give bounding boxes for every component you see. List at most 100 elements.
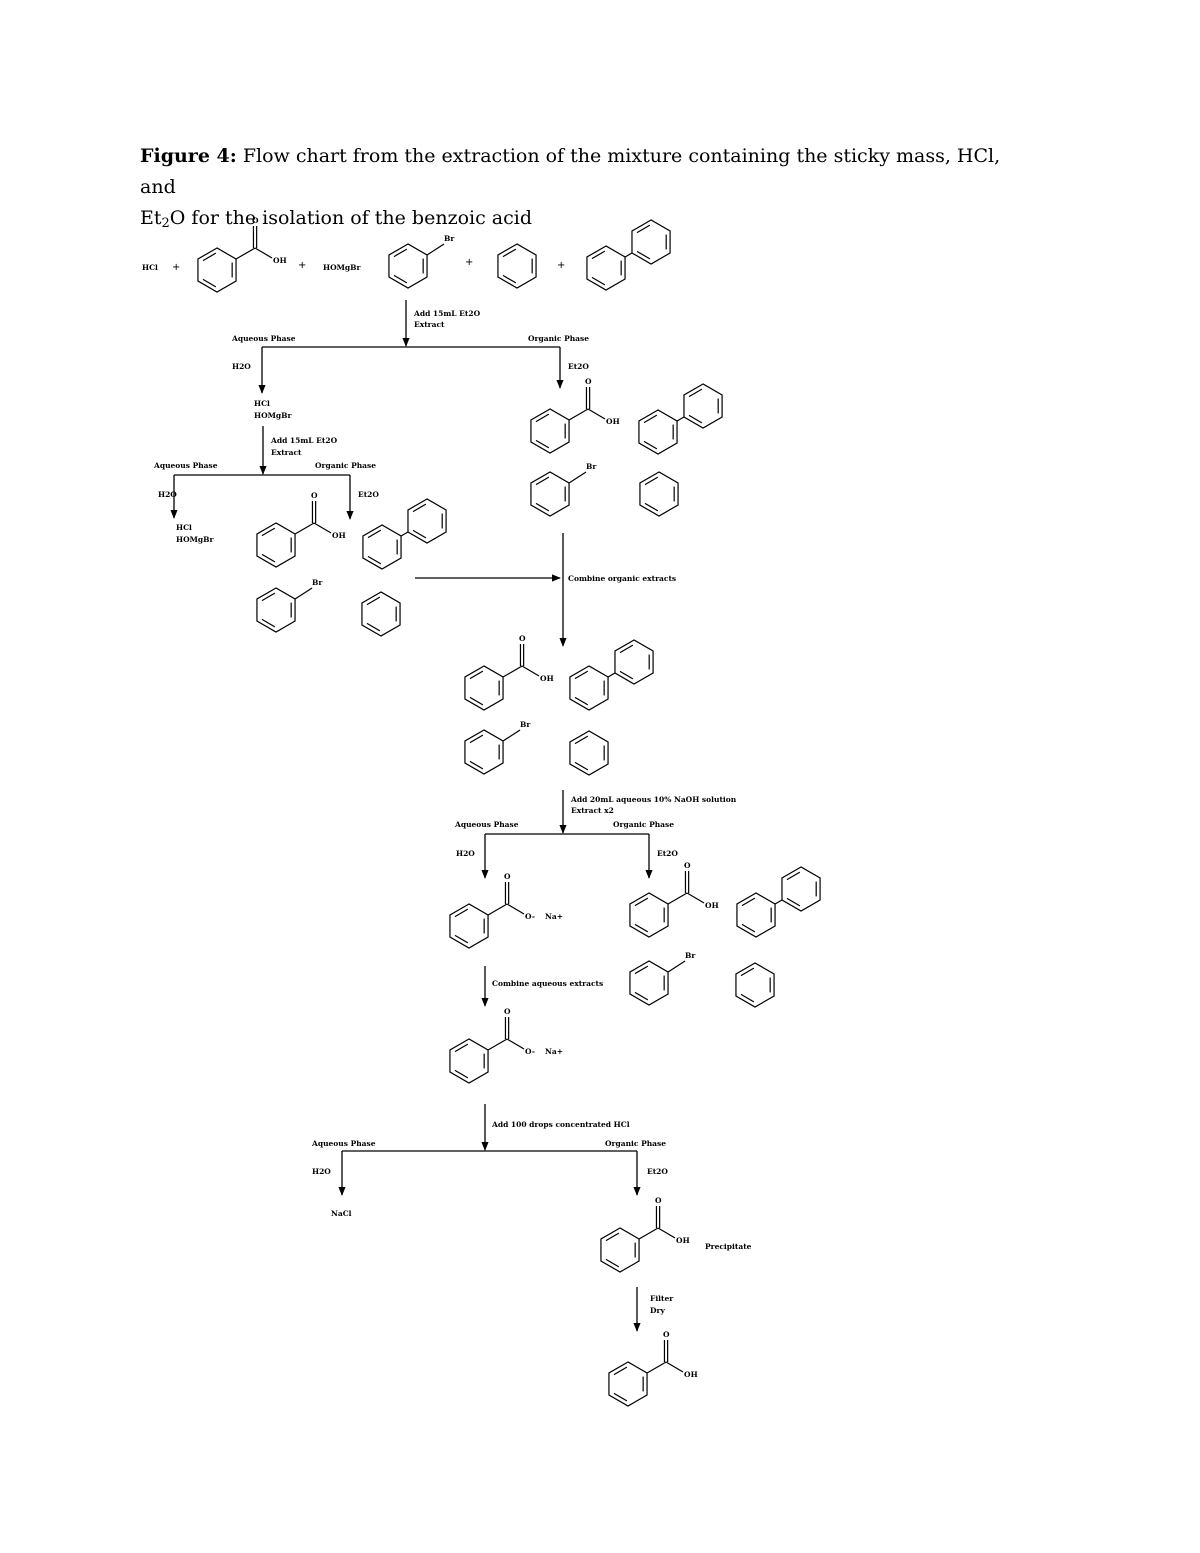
step2-line1: Add 15mL Et2O — [270, 436, 338, 445]
benzoic-acid-final-carbonyl-o: O — [663, 1330, 670, 1339]
biphenyl-org2-ring2 — [407, 498, 447, 544]
benzoic-acid-top: O OH — [197, 216, 287, 293]
aqueous-label-4: Aqueous Phase — [311, 1139, 376, 1148]
aq2-hombr: HOMgBr — [176, 535, 215, 544]
aqueous-label-3: Aqueous Phase — [454, 820, 519, 829]
benzoic-acid-top-oh: OH — [273, 256, 287, 265]
step7-line1: Filter — [650, 1294, 674, 1303]
benzoic-acid-final-oh: OH — [684, 1370, 698, 1379]
caption-text-2: O for the isolation of the benzoic acid — [169, 207, 532, 229]
caption-et: Et — [140, 207, 162, 229]
biphenyl-org1-ring2 — [683, 383, 723, 429]
biphenyl-combined — [569, 665, 616, 711]
bromobenzene-org3: Br — [629, 951, 696, 1006]
biphenyl-org3 — [736, 892, 783, 938]
precipitate-label: Precipitate — [705, 1242, 752, 1251]
benzene-org2 — [361, 591, 401, 637]
bromobenzene-org3-br: Br — [685, 951, 696, 960]
biphenyl-top — [586, 245, 633, 291]
step2-line2: Extract — [271, 448, 302, 457]
et2o-label-3: Et2O — [657, 849, 678, 858]
benzoic-acid-org1-carbonyl-o: O — [585, 377, 592, 386]
aqueous-label-2: Aqueous Phase — [153, 461, 218, 470]
step5-label: Combine aqueous extracts — [492, 979, 603, 988]
sodium-benzoate-aq: O O- Na+ — [449, 872, 563, 949]
benzoic-acid-combined-oh: OH — [540, 674, 554, 683]
sodium-benzoate-aq-o-minus: O- — [525, 912, 535, 921]
benzoic-acid-top-carbonyl-o: O — [252, 216, 259, 225]
benzoic-acid-org2-carbonyl-o: O — [311, 491, 318, 500]
benzoic-acid-org3-oh: OH — [705, 901, 719, 910]
step6-label: Add 100 drops concentrated HCl — [491, 1120, 630, 1129]
benzoic-acid-precipitate-carbonyl-o: O — [655, 1196, 662, 1205]
benzoic-acid-org1: O OH — [530, 377, 620, 454]
bromobenzene-top: Br — [388, 234, 455, 289]
step4-line1: Add 20mL aqueous 10% NaOH solution — [570, 795, 737, 804]
organic-label-4: Organic Phase — [605, 1139, 666, 1148]
figure-label: Figure 4: — [140, 145, 237, 167]
benzoic-acid-org3: O OH — [629, 861, 719, 938]
caption-sub: 2 — [161, 216, 170, 231]
biphenyl-org1 — [638, 409, 685, 455]
biphenyl-combined-ring2 — [614, 639, 654, 685]
sodium-benzoate-aq-na-plus: Na+ — [545, 912, 563, 921]
organic-label-2: Organic Phase — [315, 461, 376, 470]
plus-sign-3: + — [465, 257, 473, 268]
molecule-layer: OOHBrOOHBrOOHBrOOHBrOO-Na+OOHBrOO-Na+OOH… — [197, 216, 821, 1407]
h2o-label-1: H2O — [232, 362, 251, 371]
organic-label-1: Organic Phase — [528, 334, 589, 343]
plus-sign-4: + — [557, 260, 565, 271]
bromobenzene-org2: Br — [256, 578, 323, 633]
step4-line2: Extract x2 — [571, 806, 614, 815]
benzene-top — [497, 243, 537, 289]
benzene-org1 — [639, 471, 679, 517]
benzoic-acid-org1-oh: OH — [606, 417, 620, 426]
benzoic-acid-combined: O OH — [464, 634, 554, 711]
biphenyl-org3-ring2 — [781, 866, 821, 912]
h2o-label-3: H2O — [456, 849, 475, 858]
bromobenzene-combined: Br — [464, 720, 531, 775]
step1-line2: Extract — [414, 320, 445, 329]
caption-line-1: Figure 4: Flow chart from the extraction… — [140, 141, 1040, 203]
sodium-benzoate-combined-na-plus: Na+ — [545, 1047, 563, 1056]
bromobenzene-org2-br: Br — [312, 578, 323, 587]
bromobenzene-org1-br: Br — [586, 462, 597, 471]
benzoic-acid-org2-oh: OH — [332, 531, 346, 540]
figure-caption: Figure 4: Flow chart from the extraction… — [140, 141, 1040, 234]
aq1-hcl: HCl — [254, 399, 270, 408]
et2o-label-2: Et2O — [358, 490, 379, 499]
step1-line1: Add 15mL Et2O — [413, 309, 481, 318]
h2o-label-2: H2O — [158, 490, 177, 499]
reactant-hombr: HOMgBr — [323, 263, 362, 272]
biphenyl-org2 — [362, 524, 409, 570]
benzoic-acid-precipitate-oh: OH — [676, 1236, 690, 1245]
bromobenzene-top-br: Br — [444, 234, 455, 243]
aq2-hcl: HCl — [176, 523, 192, 532]
benzoic-acid-precipitate: O OH — [600, 1196, 690, 1273]
benzoic-acid-final: O OH — [608, 1330, 698, 1407]
caption-line-2: Et2O for the isolation of the benzoic ac… — [140, 203, 1040, 234]
reactant-hcl: HCl — [142, 263, 158, 272]
benzene-org3 — [735, 962, 775, 1008]
sodium-benzoate-combined-carbonyl-o: O — [504, 1007, 511, 1016]
aq1-hombr: HOMgBr — [254, 411, 293, 420]
step3-label: Combine organic extracts — [568, 574, 676, 583]
sodium-benzoate-combined-o-minus: O- — [525, 1047, 535, 1056]
benzoic-acid-org2: O OH — [256, 491, 346, 568]
caption-text-1: Flow chart from the extraction of the mi… — [140, 145, 1001, 198]
et2o-label-4: Et2O — [647, 1167, 668, 1176]
et2o-label-1: Et2O — [568, 362, 589, 371]
organic-label-3: Organic Phase — [613, 820, 674, 829]
plus-sign-2: + — [298, 260, 306, 271]
h2o-label-4: H2O — [312, 1167, 331, 1176]
benzoic-acid-combined-carbonyl-o: O — [519, 634, 526, 643]
plus-sign-1: + — [172, 262, 180, 273]
benzene-combined — [569, 730, 609, 776]
step7-line2: Dry — [650, 1306, 665, 1315]
nacl-label: NaCl — [331, 1209, 352, 1218]
benzoic-acid-org3-carbonyl-o: O — [684, 861, 691, 870]
bromobenzene-combined-br: Br — [520, 720, 531, 729]
biphenyl-top-ring2 — [631, 219, 671, 265]
sodium-benzoate-aq-carbonyl-o: O — [504, 872, 511, 881]
